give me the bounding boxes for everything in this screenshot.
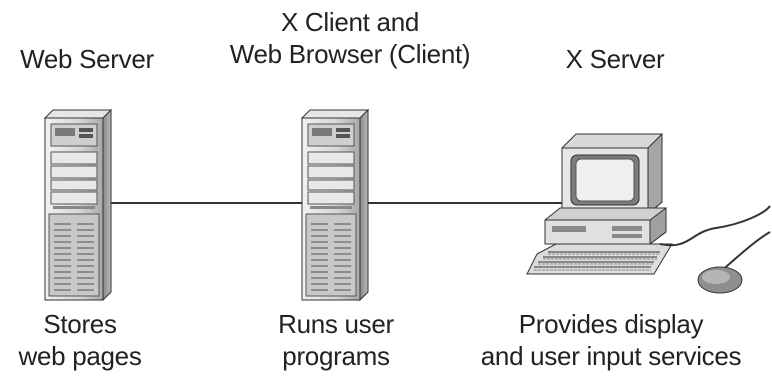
x-server-caption-line-2: and user input services (480, 341, 742, 371)
workstation-icon (526, 132, 771, 294)
x-server-caption-line-1: Provides display (518, 309, 704, 339)
client-tower-icon (301, 109, 369, 301)
x-client-title-line-2: Web Browser (Client) (229, 39, 471, 69)
x-server-title-line: X Server (565, 44, 665, 74)
x-client-caption-line-1: Runs user (278, 309, 394, 339)
web-server-caption-line-1: Stores (43, 309, 117, 339)
x-client-title-line-1: X Client and (280, 7, 420, 37)
web-server-tower-icon (44, 109, 112, 301)
web-server-caption-line-2: web pages (18, 341, 142, 371)
x-client-caption-line-2: programs (282, 341, 390, 371)
x-server-title: X Server (530, 43, 700, 75)
x-client-title: X Client and Web Browser (Client) (215, 6, 485, 70)
web-server-title-line: Web Server (20, 44, 154, 74)
x-client-caption: Runs user programs (256, 308, 416, 372)
x-server-caption: Provides display and user input services (458, 308, 764, 372)
web-server-title: Web Server (0, 43, 174, 75)
web-server-caption: Stores web pages (0, 308, 160, 372)
